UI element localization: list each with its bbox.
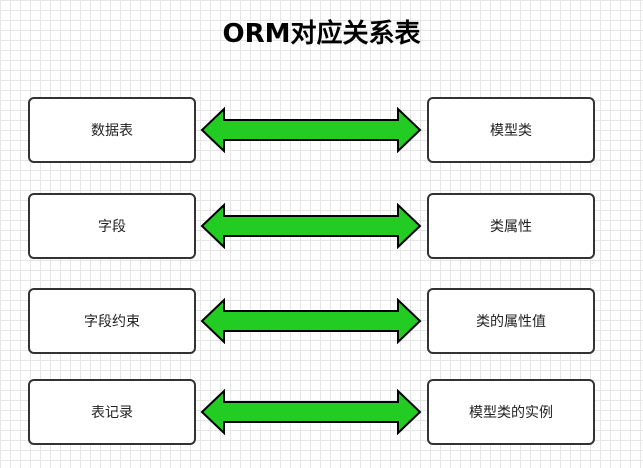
double-arrow-icon (200, 298, 422, 344)
model-concept-box: 类属性 (427, 193, 595, 259)
db-concept-label: 字段约束 (84, 314, 140, 330)
diagram-title: ORM对应关系表 (222, 19, 421, 49)
mapping-row: 字段 类属性 (0, 193, 643, 261)
double-arrow-icon (200, 107, 422, 153)
db-concept-box: 表记录 (28, 379, 196, 445)
model-concept-box: 模型类的实例 (427, 379, 595, 445)
mapping-row: 表记录 模型类的实例 (0, 379, 643, 447)
model-concept-box: 类的属性值 (427, 288, 595, 354)
double-arrow-icon (200, 203, 422, 249)
double-arrow-icon (200, 389, 422, 435)
model-concept-label: 模型类的实例 (469, 405, 553, 421)
model-concept-label: 模型类 (490, 123, 532, 139)
mapping-row: 数据表 模型类 (0, 97, 643, 165)
model-concept-label: 类的属性值 (476, 314, 546, 330)
db-concept-box: 数据表 (28, 97, 196, 163)
db-concept-box: 字段约束 (28, 288, 196, 354)
db-concept-label: 字段 (98, 219, 126, 235)
model-concept-box: 模型类 (427, 97, 595, 163)
db-concept-box: 字段 (28, 193, 196, 259)
db-concept-label: 表记录 (91, 405, 133, 421)
mapping-row: 字段约束 类的属性值 (0, 288, 643, 356)
db-concept-label: 数据表 (91, 123, 133, 139)
model-concept-label: 类属性 (490, 219, 532, 235)
